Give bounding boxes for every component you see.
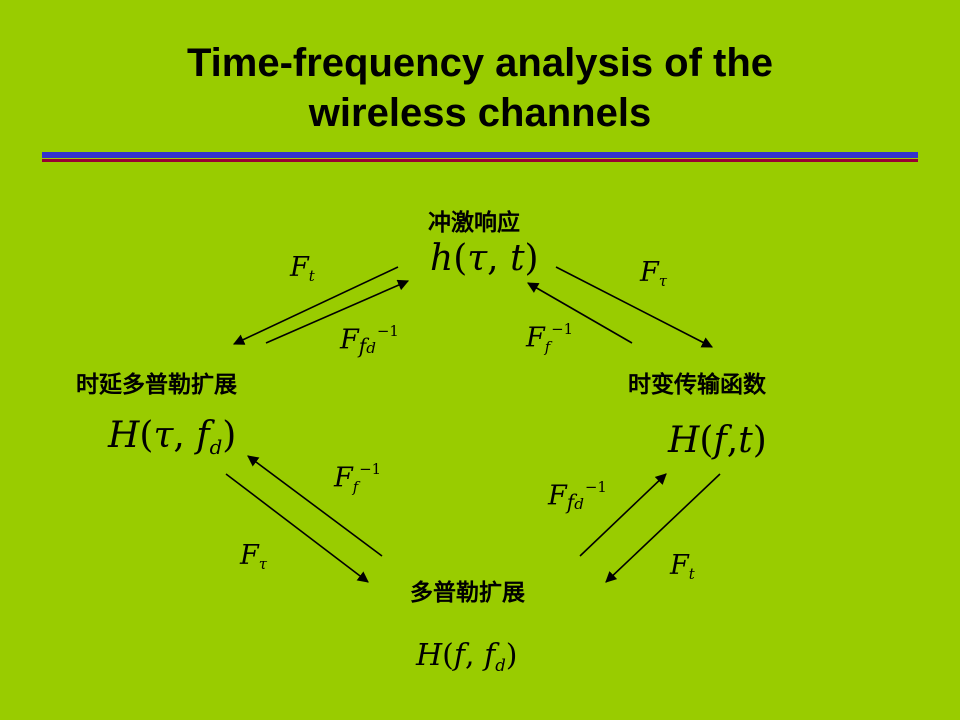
arrow-delay-doppler-to-impulse xyxy=(265,279,410,344)
arrow-impulse-to-delay-doppler xyxy=(232,266,399,345)
operator-F-fd-inverse-bottom-right: Ffd−1 xyxy=(548,478,607,514)
formula-h-tau-t: h(τ, t) xyxy=(430,238,539,279)
operator-F-tau-top-right: Fτ xyxy=(640,257,667,291)
operator-F-tau-bottom-left: Fτ xyxy=(240,540,267,574)
slide-title-line-1: Time-frequency analysis of the xyxy=(186,41,774,85)
title-rule-blue xyxy=(42,152,918,158)
slide-title: Time-frequency analysis of the wireless … xyxy=(0,38,960,138)
operator-F-fd-inverse-top-left: Ffd−1 xyxy=(340,322,399,358)
arrow-doppler-to-delay-doppler xyxy=(247,455,383,557)
formula-H-f-fd: H(f, fd) xyxy=(416,638,518,675)
operator-F-f-inverse-top-right: Ff−1 xyxy=(526,320,574,356)
label-time-variant-transfer-function: 时变传输函数 xyxy=(628,372,766,398)
label-impulse-response: 冲激响应 xyxy=(428,210,520,236)
title-rule-red xyxy=(42,159,918,162)
arrow-delay-doppler-to-doppler xyxy=(225,473,369,583)
formula-H-tau-fd: H(τ, fd) xyxy=(108,415,237,459)
arrow-impulse-to-time-variant xyxy=(555,266,713,348)
arrow-time-variant-to-doppler xyxy=(605,473,721,583)
operator-F-t-top-left: Ft xyxy=(290,252,315,286)
slide-title-line-2: wireless channels xyxy=(308,91,652,135)
operator-F-t-bottom-right: Ft xyxy=(670,550,695,584)
label-doppler-spread: 多普勒扩展 xyxy=(410,580,525,606)
label-delay-doppler-spread: 时延多普勒扩展 xyxy=(76,372,237,398)
arrow-doppler-to-time-variant xyxy=(579,473,667,557)
arrow-time-variant-to-impulse xyxy=(527,282,633,344)
formula-H-f-t: H(f,t) xyxy=(668,420,767,461)
operator-F-f-inverse-bottom-left: Ff−1 xyxy=(334,460,382,496)
